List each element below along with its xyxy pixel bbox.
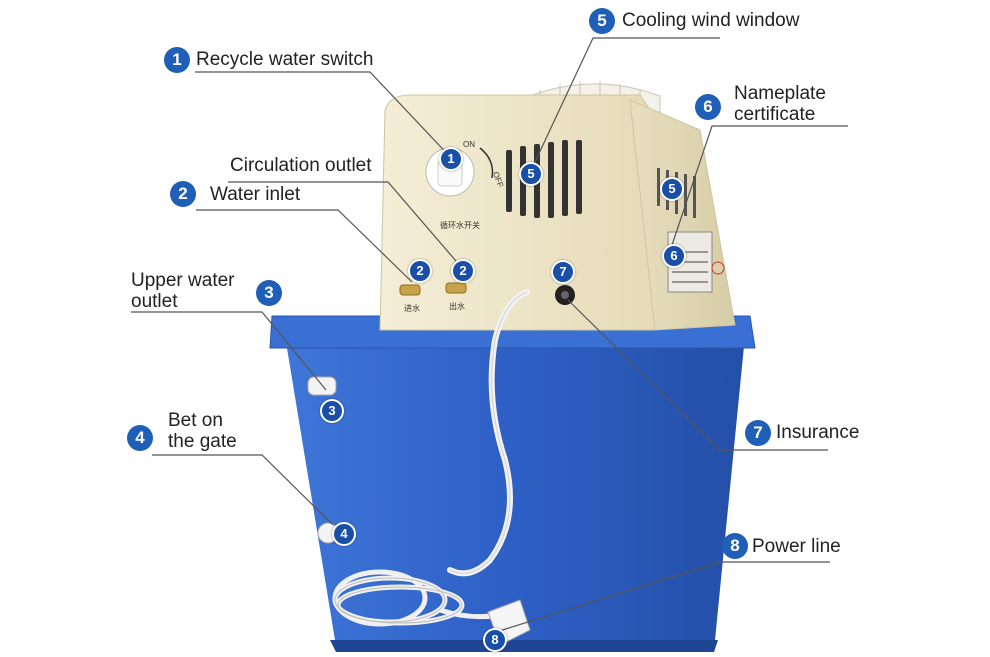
callout-badge-5: 5 [589,8,615,34]
switch-on-text: ON [463,140,475,149]
callout-text: Upper water [131,270,235,291]
callout-text: Recycle water switch [196,49,374,70]
fuse-holder [555,285,575,305]
callout-cooling-wind-window: Cooling wind window [622,10,799,31]
callout-text: Insurance [776,422,860,443]
callout-badge-1: 1 [164,47,190,73]
switch-caption: 循环水开关 [440,221,480,230]
device-marker-5-front: 5 [519,162,543,186]
callout-nameplate-certificate: Nameplate certificate [734,83,826,125]
device-marker-8: 8 [483,628,507,652]
callout-upper-water-outlet: Upper water outlet [131,270,235,312]
callout-text: Nameplate [734,83,826,104]
callout-circulation-outlet: Circulation outlet [230,155,372,176]
callout-bet-on-the-gate: Bet on the gate [168,410,237,452]
inlet-caption: 进水 [404,304,420,313]
callout-recycle-water-switch: Recycle water switch [196,49,373,70]
leader-lines [131,37,848,633]
device-marker-3: 3 [320,399,344,423]
device-marker-4: 4 [332,522,356,546]
callout-text: certificate [734,104,816,125]
callout-badge-6: 6 [695,94,721,120]
callout-badge-8: 8 [722,533,748,559]
device-marker-5-side: 5 [660,177,684,201]
callout-water-inlet: Water inlet [210,184,300,205]
callout-text: Bet on [168,410,223,431]
water-tank [269,315,756,652]
device-marker-2-outlet: 2 [451,259,475,283]
callout-text: Circulation outlet [230,155,372,176]
callout-text: Power line [752,536,841,557]
callout-badge-7: 7 [745,420,771,446]
callout-badge-3: 3 [256,280,282,306]
callout-text: the gate [168,431,237,452]
device-marker-2-inlet: 2 [408,259,432,283]
callout-badge-4: 4 [127,425,153,451]
callout-power-line: Power line [752,536,841,557]
callout-text: Water inlet [210,184,301,205]
callout-insurance: Insurance [776,422,859,443]
callout-text: outlet [131,291,178,312]
outlet-caption: 出水 [449,302,465,311]
device-marker-7: 7 [551,260,575,284]
device-marker-6: 6 [662,244,686,268]
callout-badge-2: 2 [170,181,196,207]
callout-text: Cooling wind window [622,10,800,31]
device-marker-1: 1 [439,147,463,171]
brass-fittings [399,282,467,296]
